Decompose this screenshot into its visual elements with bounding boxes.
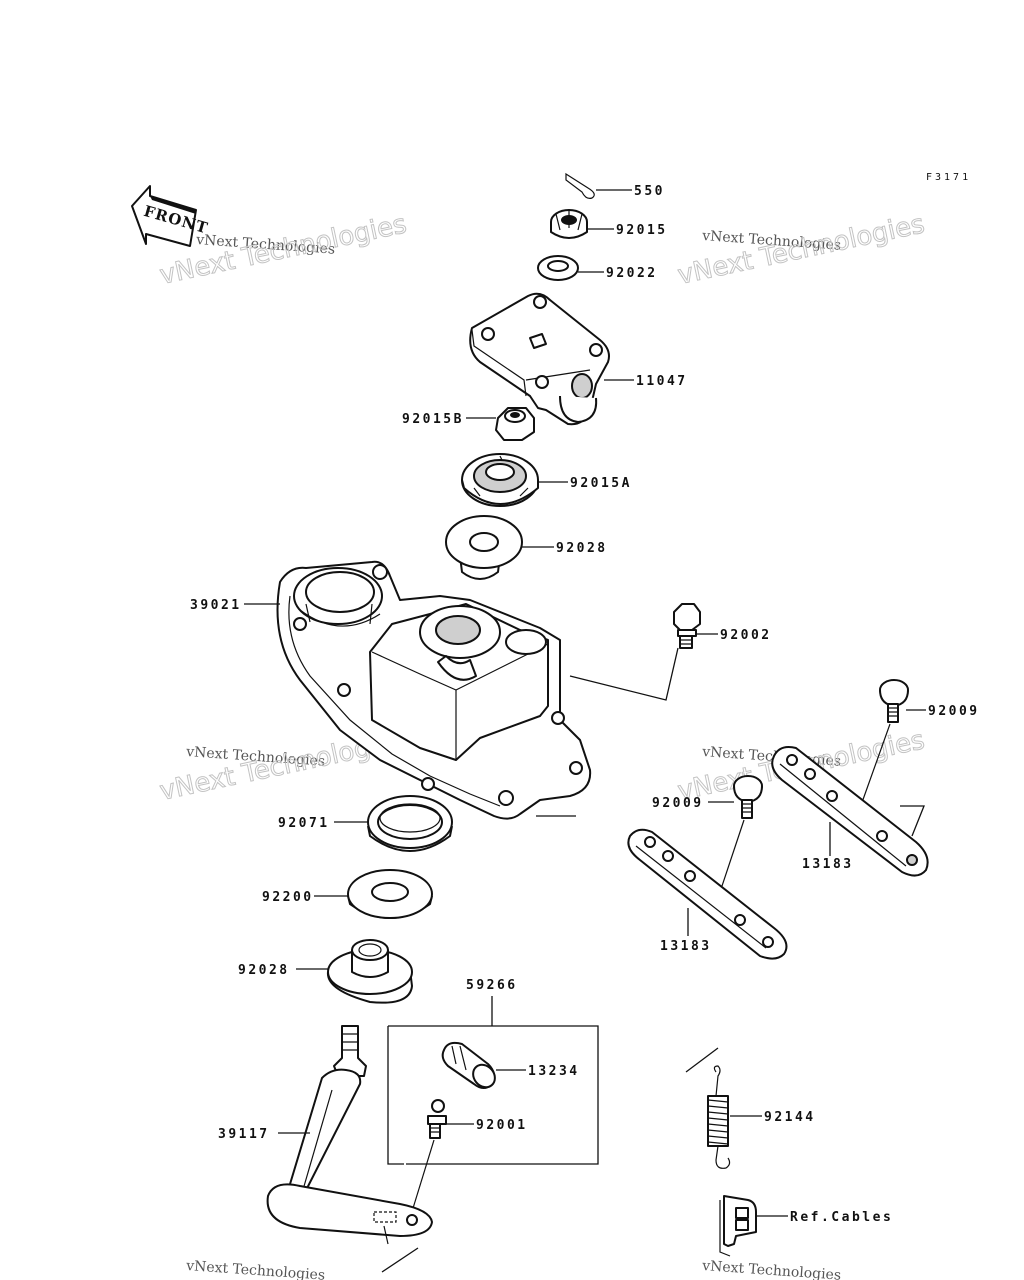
label-92001: 92001	[476, 1118, 528, 1133]
label-92015: 92015	[616, 223, 668, 238]
bolt-92002[interactable]: 92002	[673, 603, 772, 649]
label-39021: 39021	[190, 598, 242, 613]
plate-13183-left[interactable]: 13183	[627, 828, 788, 960]
label-92009-right: 92009	[928, 704, 980, 719]
spring-92144[interactable]: 92144	[685, 1047, 816, 1169]
label-59266: 59266	[466, 978, 518, 993]
label-11047: 11047	[636, 374, 688, 389]
flanged-bushing-92028-upper[interactable]: 92028	[445, 515, 608, 580]
seal-92071[interactable]: 92071	[278, 795, 453, 852]
watermark-bottom-left: vNext Technologies	[185, 1258, 326, 1280]
label-92022: 92022	[606, 266, 658, 281]
label-13234: 13234	[528, 1064, 580, 1079]
flanged-bushing-92028-lower[interactable]: 92028	[238, 939, 413, 1004]
screw-92001[interactable]: 92001	[409, 1099, 528, 1219]
label-92009-left: 92009	[652, 796, 704, 811]
label-92015B: 92015B	[402, 412, 464, 427]
pin-13234[interactable]: 13234	[441, 1041, 580, 1092]
washer-92022[interactable]: 92022	[537, 255, 658, 281]
screw-92009-left[interactable]: 92009	[652, 775, 763, 901]
diagram-code: F3171	[926, 172, 971, 183]
nut-92015B[interactable]: 92015B	[402, 407, 535, 441]
watermark-bottom-right: vNext Technologies	[701, 1258, 842, 1280]
watermark-text: vNext Technologies	[185, 1258, 326, 1280]
plate-13183-right[interactable]: 13183	[771, 746, 929, 877]
cable-bracket-ref[interactable]: Ref.Cables	[719, 1195, 893, 1257]
label-92028-lower: 92028	[238, 963, 290, 978]
label-92200: 92200	[262, 890, 314, 905]
kit-59266[interactable]: 59266	[387, 978, 599, 1165]
label-92015A: 92015A	[570, 476, 632, 491]
watermark-top-right: vNext Technologies vNext Technologies	[675, 209, 928, 292]
shaft-lever-39117[interactable]: 39117	[218, 1025, 433, 1273]
castle-nut-92015[interactable]: 92015	[550, 209, 668, 239]
housing-39021[interactable]: 39021	[190, 560, 679, 820]
label-13183-right: 13183	[802, 857, 854, 872]
label-92071: 92071	[278, 816, 330, 831]
watermark-text: vNext Technologies	[701, 1258, 842, 1280]
watermark-text-outline: vNext Technologies	[675, 209, 927, 291]
label-92144: 92144	[764, 1110, 816, 1125]
label-39117: 39117	[218, 1127, 270, 1142]
label-ref-cables: Ref.Cables	[790, 1210, 893, 1225]
bracket-11047[interactable]: 11047	[469, 292, 688, 426]
cotter-pin-550[interactable]: 550	[565, 172, 665, 199]
label-550: 550	[634, 184, 665, 199]
label-92002: 92002	[720, 628, 772, 643]
washer-92200[interactable]: 92200	[262, 869, 433, 919]
bushing-92015A[interactable]: 92015A	[461, 453, 632, 507]
label-92028-upper: 92028	[556, 541, 608, 556]
label-13183-left: 13183	[660, 939, 712, 954]
